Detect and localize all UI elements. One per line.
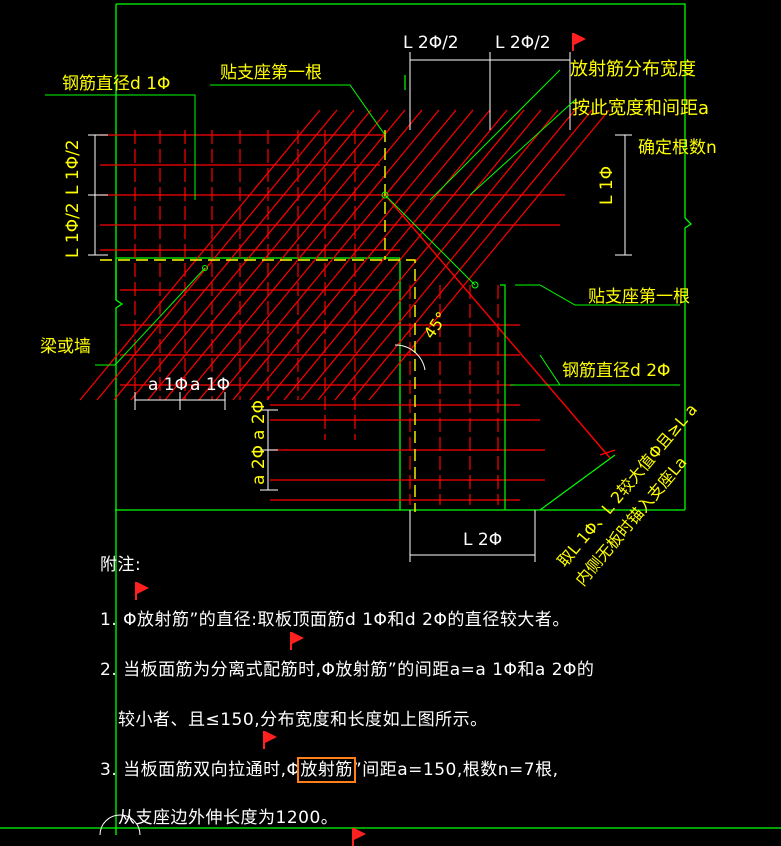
flag-icon: [290, 632, 306, 650]
label-diag-line1: 取L 1Φ、L 2较大值Φ且≥L a: [554, 400, 701, 571]
label-rebar-d1: 钢筋直径d 1Φ: [62, 74, 170, 94]
note-3: 3. 当板面筋双向拉通时,Φ放射筋”间距a=150,根数n=7根,: [100, 755, 559, 783]
label-l1-right: L 1Φ: [597, 166, 617, 205]
radial-rebar-line: [249, 109, 491, 401]
radial-rebar-line: [181, 109, 423, 401]
flag-icon: [135, 582, 151, 600]
radial-rebar-line: [368, 109, 610, 401]
note-2a: 2. 当板面筋为分离式配筋时,Φ放射筋”的间距a=a 1Φ和a 2Φ的: [100, 660, 595, 680]
label-rebar-d2: 钢筋直径d 2Φ: [562, 361, 670, 381]
radial-rebar-line: [334, 109, 576, 401]
note-4: 从支座边外伸长度为1200。: [118, 808, 339, 828]
radial-rebar-line: [164, 109, 406, 401]
note-1: 1. Φ放射筋”的直径:取板顶面筋d 1Φ和d 2Φ的直径较大者。: [100, 610, 570, 630]
radial-rebar-line: [96, 109, 338, 401]
dimension-lines: [88, 52, 632, 562]
radial-rebar-line: [79, 109, 321, 401]
drawing-labels: L 2Φ/2 L 2Φ/2 放射筋分布宽度 按此宽度和间距a 确定根数n 钢筋直…: [40, 33, 717, 590]
label-by-width-spacing: 按此宽度和间距a: [572, 98, 709, 119]
radial-rebar-line: [266, 109, 508, 401]
radial-rebar-line: [232, 109, 474, 401]
note-3-suffix: ”间距a=150,根数n=7根,: [352, 760, 559, 780]
notes-heading: 附注:: [100, 555, 142, 575]
label-a2-top: a 2Φ: [249, 400, 269, 440]
green-inner-lines: [404, 75, 616, 511]
radial-rebar-line: [113, 109, 355, 401]
radial-rebars: [79, 109, 610, 401]
label-first-bar-right: 贴支座第一根: [588, 287, 690, 307]
flag-icon: [572, 33, 588, 51]
label-l2-half-b: L 2Φ/2: [495, 33, 551, 53]
radial-rebar-line: [300, 109, 542, 401]
label-determine-count: 确定根数n: [638, 138, 717, 158]
flag-icon: [352, 828, 368, 846]
rebar-vertical-right: [409, 285, 499, 505]
radial-rebar-line: [130, 109, 372, 401]
note-3-selected-text[interactable]: 放射筋: [297, 757, 356, 783]
label-a2-bottom: a 2Φ: [249, 445, 269, 485]
radial-rebar-line: [198, 109, 440, 401]
label-a1-left: a 1Φ: [148, 375, 188, 395]
radial-rebar-line: [351, 109, 593, 401]
label-radial-width: 放射筋分布宽度: [570, 59, 696, 80]
leader-lines: [45, 69, 680, 386]
label-l2-half-a: L 2Φ/2: [403, 33, 459, 53]
anchor-rebar: [384, 194, 616, 459]
label-l1-half-top: L 1Φ/2: [63, 139, 83, 195]
note-3-prefix: 3. 当板面筋双向拉通时,Φ: [100, 760, 301, 780]
radial-rebar-line: [215, 109, 457, 401]
radial-rebar-line: [147, 109, 389, 401]
label-l2-bottom: L 2Φ: [463, 530, 502, 550]
border-marks: [99, 814, 141, 836]
radial-rebar-line: [283, 109, 525, 401]
flag-icon: [263, 731, 279, 749]
label-l1-half-bottom: L 1Φ/2: [63, 202, 83, 258]
note-2b: 较小者、且≤150,分布宽度和长度如上图所示。: [118, 710, 488, 730]
radial-rebar-line: [317, 109, 559, 401]
label-a1-right: a 1Φ: [190, 375, 230, 395]
rebar-horizontal-bottom: [270, 404, 545, 501]
label-first-bar-top: 贴支座第一根: [220, 63, 322, 83]
label-beam-or-wall: 梁或墙: [40, 337, 91, 357]
rebar-vertical-left: [134, 130, 356, 440]
